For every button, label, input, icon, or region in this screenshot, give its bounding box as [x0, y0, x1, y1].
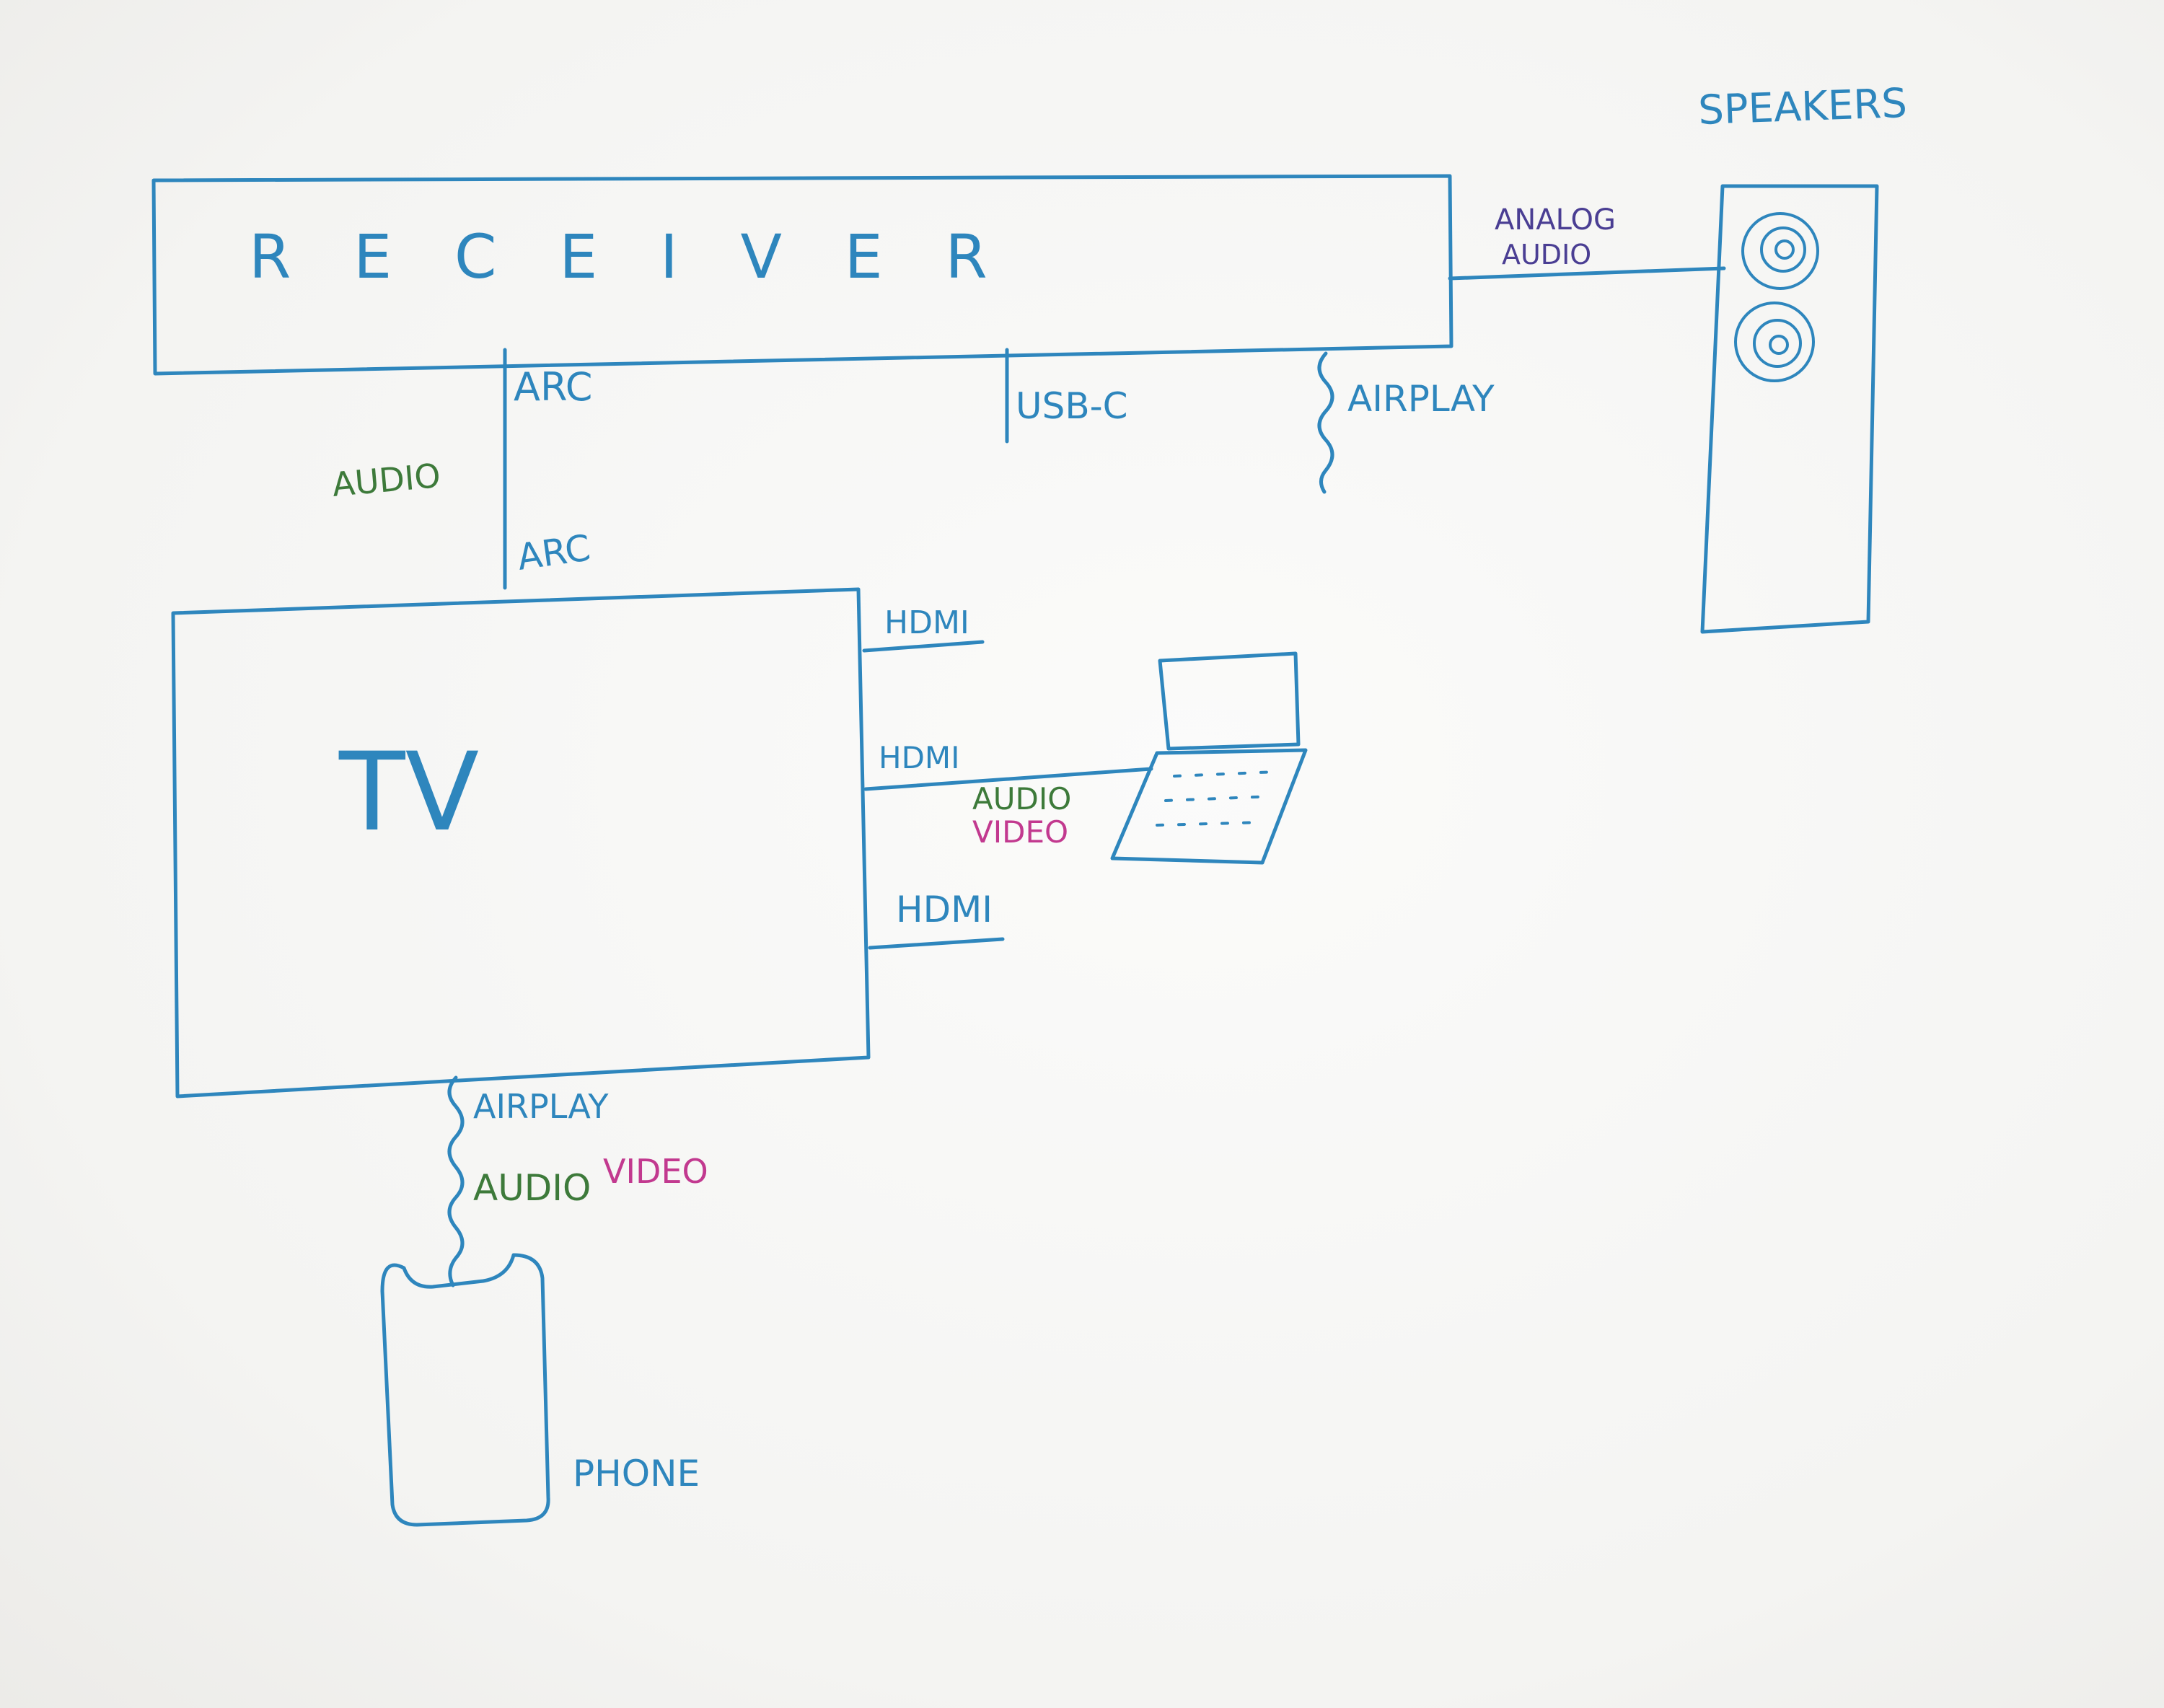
tv-box — [171, 587, 871, 1099]
laptop-base — [1110, 748, 1308, 865]
tv-label: TV — [338, 730, 479, 855]
hdmi-line-2 — [863, 767, 1153, 791]
arc-audio-label: AUDIO — [330, 456, 441, 504]
hdmi-label-3: HDMI — [896, 889, 993, 930]
receiver-airplay-label: AIRPLAY — [1347, 378, 1495, 420]
phone-body — [380, 1253, 550, 1527]
phone-video-label: VIDEO — [603, 1152, 708, 1191]
speakers-label: SPEAKERS — [1697, 80, 1908, 134]
phone-airplay-squiggle — [447, 1075, 465, 1287]
laptop-audio-label: AUDIO — [972, 781, 1071, 816]
hdmi-line-3 — [868, 937, 1005, 950]
hdmi-line-1 — [862, 640, 985, 653]
receiver-airplay-squiggle — [1317, 351, 1334, 494]
hdmi-label-1: HDMI — [884, 604, 969, 641]
phone-label: PHONE — [573, 1453, 700, 1494]
speaker-cabinet — [1700, 184, 1879, 634]
hdmi-label-2: HDMI — [879, 740, 960, 775]
laptop-video-label: VIDEO — [972, 814, 1068, 850]
phone-airplay-label: AIRPLAY — [473, 1087, 609, 1126]
analog-label-line1: ANALOG — [1495, 203, 1616, 237]
phone-audio-label: AUDIO — [473, 1167, 591, 1209]
speaker-driver-top — [1741, 212, 1819, 290]
analog-audio-line — [1448, 266, 1726, 281]
receiver-label: R E C E I V E R — [249, 221, 1009, 292]
usbc-label: USB-C — [1016, 385, 1128, 427]
analog-label-line2: AUDIO — [1502, 239, 1591, 270]
receiver-box — [151, 174, 1453, 376]
laptop — [1110, 651, 1308, 865]
laptop-keys — [1156, 770, 1278, 827]
speaker-driver-bottom — [1734, 301, 1815, 382]
arc-receiver-label: ARC — [514, 364, 592, 410]
laptop-screen — [1158, 651, 1301, 751]
arc-tv-label: ARC — [515, 527, 593, 578]
